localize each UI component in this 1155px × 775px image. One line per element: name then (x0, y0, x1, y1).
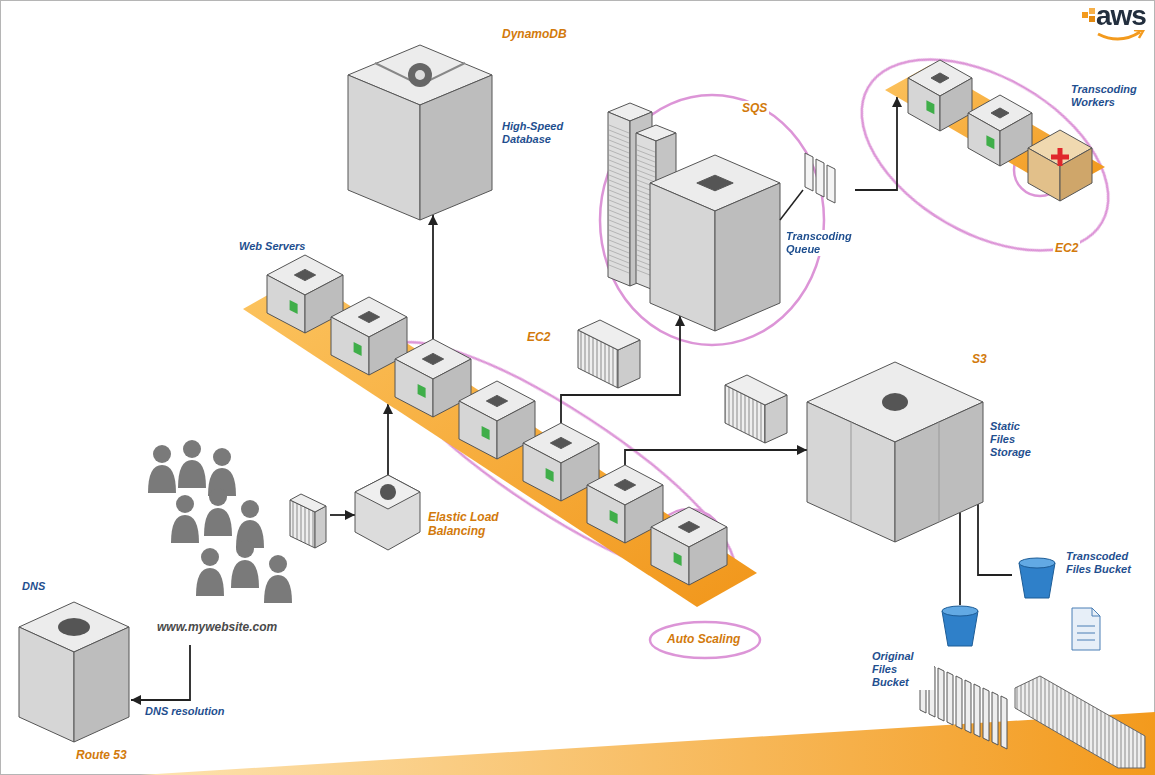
worker-band-shape (885, 45, 1147, 285)
node-label: SQS (740, 101, 769, 115)
bucket-node: Transcoded Files Bucket (1012, 550, 1150, 660)
storage-box: S3Static Files Storage (800, 350, 1045, 545)
connector (978, 504, 1012, 575)
node-label: DynamoDB (500, 27, 569, 41)
database-box: DynamoDB High-Speed Database (335, 25, 580, 225)
worker-band: Transcoding WorkersEC2 (885, 45, 1147, 285)
connector (561, 316, 680, 423)
users-group-shape (140, 440, 330, 650)
node-label: EC2 (1053, 241, 1080, 255)
users-group: www.mywebsite.com (140, 440, 330, 650)
node-label: Static Files Storage (988, 420, 1043, 460)
node-label: www.mywebsite.com (155, 620, 279, 634)
load-balancer: Elastic Load Balancing (350, 470, 515, 560)
node-label: DNS (20, 580, 47, 593)
node-label: EC2 (525, 330, 552, 344)
connector (432, 215, 434, 339)
node-label: Auto Scaling (665, 632, 742, 646)
logo-text: aws (1096, 2, 1146, 30)
node-label: Transcoding Queue (784, 230, 852, 256)
dns-box-shape (12, 580, 137, 768)
queue-box-shape (600, 95, 855, 345)
connector (625, 450, 807, 465)
node-label: Transcoding Workers (1069, 83, 1143, 109)
connector (387, 404, 389, 475)
queue-box: SQS Transcoding Queue (600, 95, 855, 345)
edge-label: DNS resolution (143, 705, 226, 718)
node-label: Transcoded Files Bucket (1064, 550, 1146, 576)
node-label: S3 (970, 352, 989, 366)
node-label: Elastic Load Balancing (426, 510, 512, 539)
node-label: Web Servers (237, 240, 307, 253)
connector (330, 514, 355, 516)
node-label: Original Files Bucket (870, 650, 934, 690)
bucket-node: Original Files Bucket (870, 600, 1010, 765)
dns-box: DNS Route 53 (12, 580, 137, 768)
node-label: High-Speed Database (500, 120, 578, 146)
connector (855, 97, 897, 190)
node-label: Route 53 (74, 748, 129, 762)
server-band: Web ServersEC2Auto Scaling (225, 240, 785, 670)
connector (131, 645, 190, 700)
server-band-shape (225, 240, 785, 670)
connector (959, 512, 961, 605)
